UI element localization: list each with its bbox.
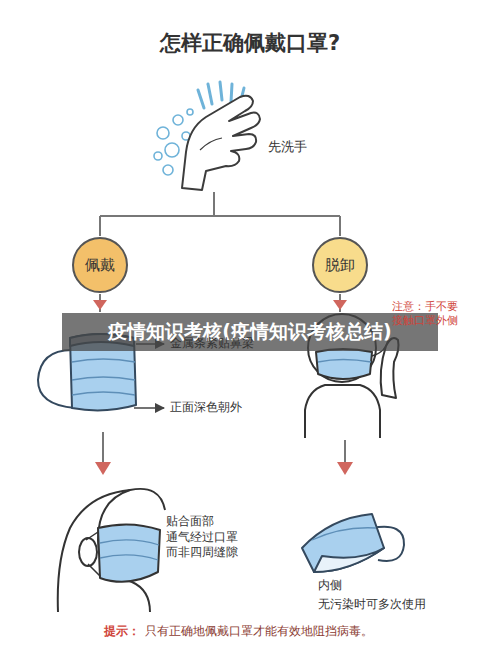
water-stream xyxy=(198,90,204,108)
annotation-label: 先洗手 xyxy=(268,139,307,156)
person-drawing xyxy=(305,385,380,438)
step-circle: 脱卸 xyxy=(312,237,368,293)
leader-arrow xyxy=(134,344,164,408)
face-drawing xyxy=(98,524,160,581)
annotation-label: 贴合面部 通气经过口罩 而非四周缝隙 xyxy=(166,514,250,561)
annotation-label: 只有正确地佩戴口罩才能有效地阻挡病毒。 xyxy=(145,624,373,640)
flow-lines xyxy=(213,192,215,216)
annotation-label: 无污染时可多次使用 xyxy=(318,597,426,613)
arrow-heads xyxy=(95,462,111,475)
flow-lines xyxy=(100,215,340,217)
flow-lines xyxy=(102,432,104,462)
step-circle: 佩戴 xyxy=(72,237,128,293)
title: 怎样正确佩戴口罩? xyxy=(0,30,500,57)
soap-bubbles xyxy=(187,109,193,115)
annotation-label: 内侧 xyxy=(318,578,342,594)
mask-inner-drawing xyxy=(302,514,404,572)
arrow-heads xyxy=(333,300,347,310)
hand-drawing xyxy=(200,138,222,150)
mask-inner-drawing xyxy=(312,528,376,540)
leader-arrow xyxy=(134,407,164,409)
mask-inner-drawing xyxy=(314,548,384,572)
annotation-label: 注意：手不要 接触口罩外侧 xyxy=(392,300,472,329)
flow-lines xyxy=(99,216,101,236)
water-stream xyxy=(208,84,212,104)
flow-lines xyxy=(339,216,341,236)
soap-bubbles xyxy=(173,115,183,125)
mask-drawing xyxy=(72,392,135,395)
flow-lines xyxy=(344,440,346,462)
annotation-label: 提示： xyxy=(104,624,140,640)
person-drawing xyxy=(316,349,372,379)
face-drawing xyxy=(86,532,100,576)
face-drawing xyxy=(100,555,158,560)
soap-bubbles xyxy=(154,152,162,160)
face-drawing xyxy=(100,540,159,545)
face-drawing xyxy=(98,489,165,612)
step-label: 脱卸 xyxy=(325,256,355,275)
soap-bubbles xyxy=(157,127,169,139)
mask-drawing xyxy=(72,359,135,362)
mask-drawing xyxy=(72,377,135,380)
mask-drawing xyxy=(38,350,75,408)
face-drawing xyxy=(79,538,97,566)
person-drawing xyxy=(318,360,371,363)
mask-inner-drawing xyxy=(302,514,384,572)
water-stream xyxy=(220,82,222,100)
annotation-label: 正面深色朝外 xyxy=(170,400,242,416)
soap-bubbles xyxy=(163,165,173,175)
face-drawing xyxy=(58,489,165,612)
arrow-heads xyxy=(337,462,353,475)
hand-drawing xyxy=(182,96,260,190)
arrow-heads xyxy=(93,300,107,310)
water-stream xyxy=(231,84,232,102)
hand-drawing xyxy=(182,96,260,190)
soap-bubbles xyxy=(165,143,179,157)
annotation-label: 金属条紧贴鼻梁 xyxy=(170,336,254,352)
step-label: 佩戴 xyxy=(85,256,115,275)
